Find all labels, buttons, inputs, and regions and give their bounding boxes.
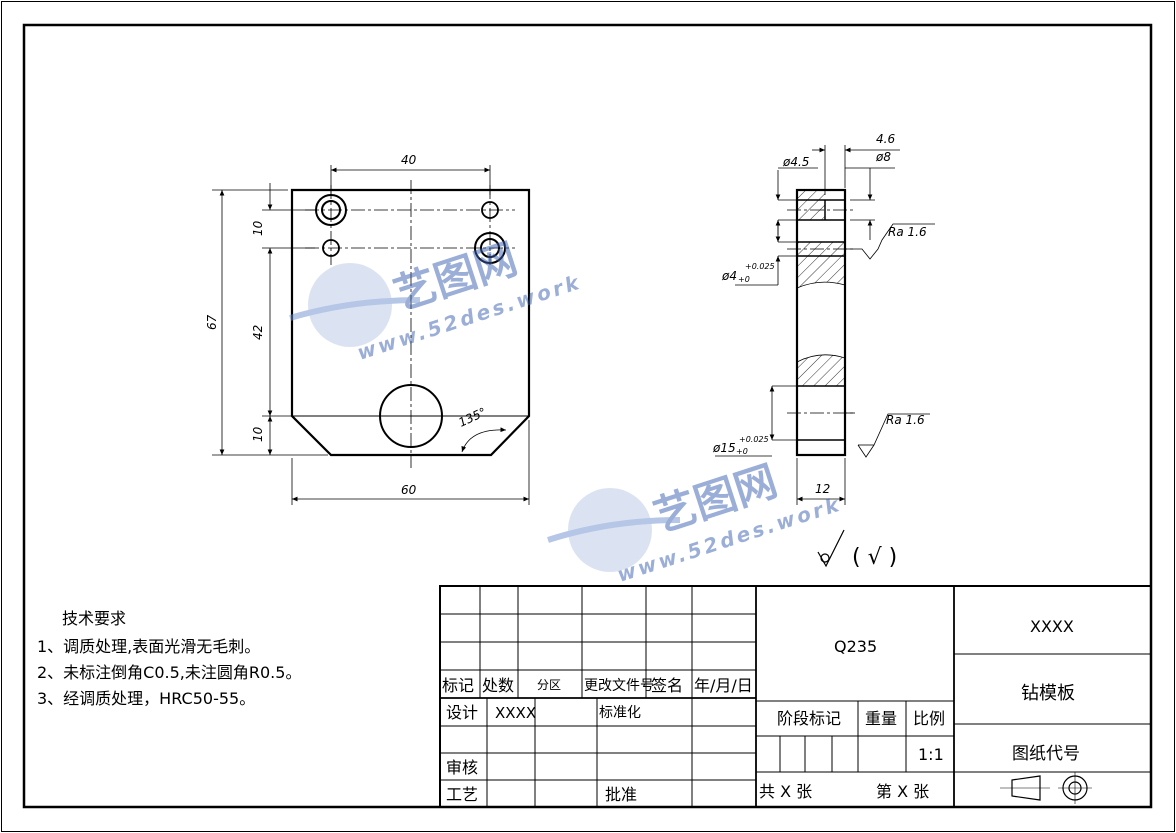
general-roughness-label: ( √ ): [852, 545, 897, 570]
roughness-label-2: Ra 1.6: [886, 413, 925, 427]
tb-company: XXXX: [1030, 617, 1074, 636]
tb-process: 工艺: [446, 785, 478, 804]
tb-mark: 标记: [442, 676, 474, 695]
watermark-2: 艺图网 www.52des.work: [547, 456, 844, 587]
tb-date: 年/月/日: [694, 676, 753, 695]
tb-approve: 批准: [605, 785, 637, 804]
dim-mid-spacing: 42: [251, 325, 265, 340]
tb-drawing-no: 图纸代号: [1012, 744, 1080, 764]
tb-material: Q235: [834, 637, 877, 656]
dim-side-offset: 4.6: [876, 132, 895, 146]
dim-hole-tol: ø4: [721, 269, 737, 283]
requirement-1: 1、调质处理,表面光滑无毛刺。: [37, 637, 260, 656]
dim-big-hole: ø15: [712, 441, 736, 455]
requirement-3: 3、经调质处理，HRC50-55。: [37, 689, 255, 708]
tb-count: 处数: [482, 676, 514, 695]
dim-hole-tol-lower: +0: [738, 275, 750, 284]
dim-small-hole: ø4.5: [782, 155, 809, 169]
dim-hole-tol-upper: +0.025: [745, 262, 775, 271]
dim-thickness: 12: [815, 482, 830, 496]
watermark-1: 艺图网 www.52des.work: [289, 234, 584, 365]
tb-total-sheets: 共 X 张: [759, 782, 812, 801]
tb-change-doc: 更改文件号: [584, 678, 654, 694]
title-block: [439, 585, 1152, 808]
requirement-2: 2、未标注倒角C0.5,未注圆角R0.5。: [37, 663, 301, 682]
projection-symbol: [1000, 772, 1092, 804]
dim-bottom-spacing: 10: [251, 426, 265, 442]
tb-part-name: 钻模板: [1021, 683, 1075, 704]
requirements-title: 技术要求: [62, 609, 126, 628]
tb-sign: 签名: [651, 676, 683, 695]
dim-angle: 135°: [456, 405, 488, 430]
dim-width-bottom: 60: [401, 483, 417, 497]
dim-width-top: 40: [401, 153, 417, 167]
tb-zone: 分区: [537, 678, 561, 692]
front-view: [212, 165, 531, 505]
tb-designer: XXXX: [495, 704, 536, 722]
dim-top-spacing: 10: [251, 220, 265, 236]
tb-standard: 标准化: [599, 705, 641, 721]
general-roughness-symbol: [817, 529, 845, 568]
tb-weight: 重量: [865, 709, 897, 728]
tb-scale: 1:1: [918, 745, 944, 764]
dim-big-tol-upper: +0.025: [739, 435, 769, 444]
dim-height-total: 67: [205, 314, 219, 330]
tb-stage: 阶段标记: [777, 709, 841, 728]
tb-scale-label: 比例: [913, 709, 945, 728]
tb-design: 设计: [446, 703, 478, 722]
tb-sheet-no: 第 X 张: [876, 782, 929, 801]
tb-review: 审核: [446, 758, 478, 777]
roughness-label-1: Ra 1.6: [888, 225, 927, 239]
dim-big-tol-lower: +0: [736, 447, 748, 456]
side-view: [715, 145, 935, 505]
dim-counterbore: ø8: [875, 150, 891, 164]
